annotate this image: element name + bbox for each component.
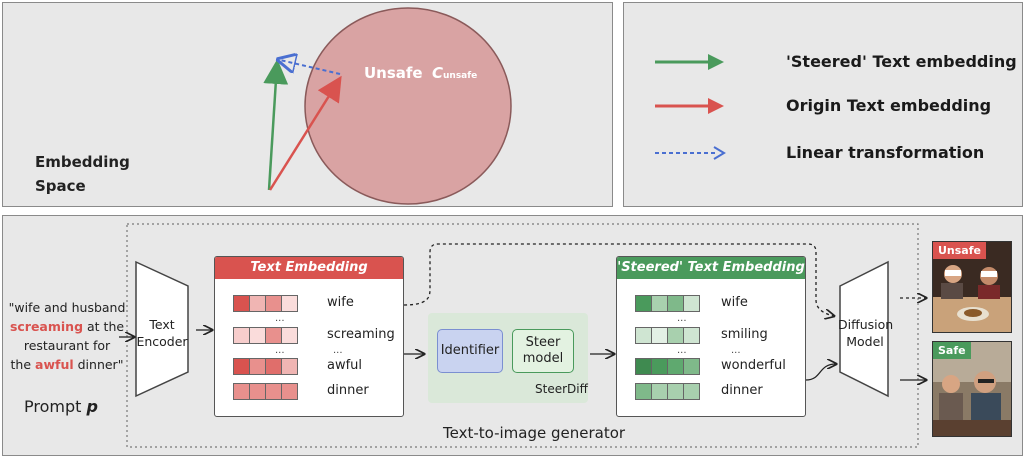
legend-linear-label: Linear transformation: [786, 143, 985, 162]
unsafe-region: [304, 7, 512, 205]
token-wife: wife: [327, 295, 354, 310]
steered-vector-arrow: [263, 59, 289, 191]
token-awful: awful: [327, 358, 363, 373]
legend-origin-label: Origin Text embedding: [786, 96, 992, 115]
embedding-space-title: Embedding Space: [35, 153, 130, 195]
steered-row-dinner: [635, 383, 700, 400]
embedding-row-wife: [233, 295, 298, 312]
origin-vector-arrow: [268, 75, 342, 191]
embedding-row-awful: [233, 358, 298, 375]
steered-embedding-box: 'Steered' Text Embedding wife ... smilin…: [616, 256, 806, 417]
unsafe-region-symbol: Cunsafe: [432, 64, 478, 82]
steered-row-smiling: [635, 327, 700, 344]
identifier-box: Identifier: [437, 329, 503, 373]
steered-row-wonderful: [635, 358, 700, 375]
text-embedding-box: Text Embedding wife ... screaming ... ..…: [214, 256, 404, 417]
embedding-row-dinner: [233, 383, 298, 400]
steered-token-smiling: smiling: [721, 327, 768, 342]
safe-output-image: Safe: [932, 341, 1012, 437]
steered-token-dinner: dinner: [721, 383, 763, 398]
embedding-row-screaming: [233, 327, 298, 344]
transformation-arrow: [280, 60, 341, 75]
prompt-text: "wife and husband screaming at the resta…: [8, 300, 126, 372]
prompt-label: Prompt p: [24, 397, 98, 416]
unsafe-output-image: Unsafe: [932, 241, 1012, 333]
diffusion-model-label: Diffusion Model: [838, 317, 894, 349]
token-screaming: screaming: [327, 327, 395, 342]
text-encoder-label: Text Encoder: [136, 317, 188, 349]
steered-embedding-header: 'Steered' Text Embedding: [617, 257, 805, 279]
unsafe-region-label: Unsafe: [364, 64, 423, 82]
steerdiff-caption: SteerDiff: [535, 382, 588, 396]
legend-steered-label: 'Steered' Text embedding: [786, 52, 1017, 71]
embedding-space-diagram: [263, 7, 512, 205]
generator-label: Text-to-image generator: [443, 424, 626, 442]
steered-row-wife: [635, 295, 700, 312]
safe-tag: Safe: [933, 342, 971, 359]
steered-token-wife: wife: [721, 295, 748, 310]
text-embedding-header: Text Embedding: [215, 257, 403, 279]
unsafe-tag: Unsafe: [933, 242, 986, 259]
token-dinner: dinner: [327, 383, 369, 398]
steered-token-wonderful: wonderful: [721, 358, 786, 373]
